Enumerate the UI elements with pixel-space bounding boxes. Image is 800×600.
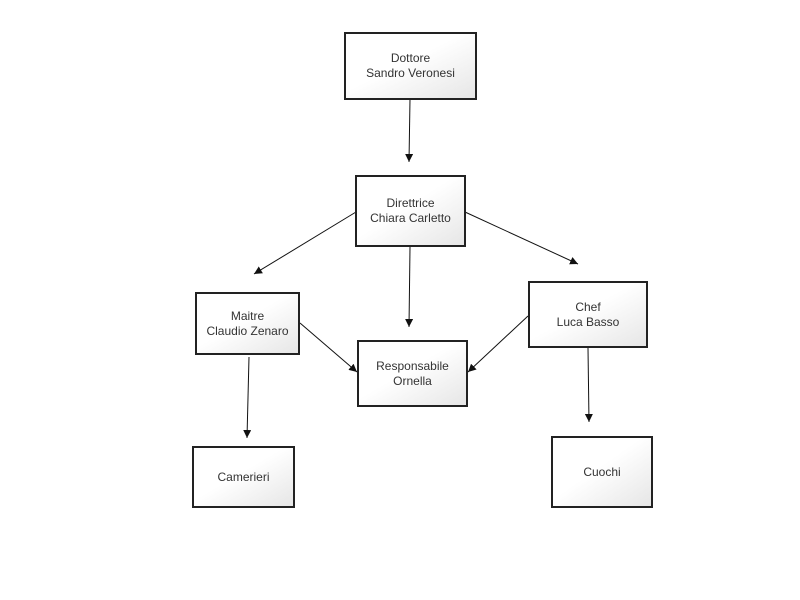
node-cuochi[interactable]: Cuochi (551, 436, 653, 508)
node-camerieri-label: Camerieri (217, 469, 270, 484)
node-chef-name: Luca Basso (556, 314, 620, 329)
node-chef-role: Chef (575, 299, 601, 314)
edge-maitre-responsabile (299, 322, 358, 373)
edge-direttrice-responsabile (405, 246, 414, 328)
node-chef[interactable]: Chef Luca Basso (528, 281, 648, 348)
node-dottore[interactable]: Dottore Sandro Veronesi (344, 32, 477, 100)
node-responsabile[interactable]: Responsabile Ornella (357, 340, 468, 407)
node-responsabile-role: Responsabile (376, 358, 449, 373)
edge-direttrice-chef (464, 211, 579, 265)
node-responsabile-name: Ornella (393, 373, 432, 388)
node-maitre-name: Claudio Zenaro (206, 323, 289, 338)
edge-direttrice-maitre (253, 211, 357, 275)
edge-chef-responsabile (467, 315, 529, 373)
node-direttrice-role: Direttrice (386, 196, 435, 210)
node-cuochi-label: Cuochi (583, 464, 621, 479)
node-maitre-role: Maitre (230, 308, 265, 323)
edge-chef-cuochi (584, 347, 593, 423)
node-direttrice-name: Chiara Carletto (370, 211, 451, 225)
node-dottore-name: Sandro Veronesi (366, 66, 455, 80)
edge-dottore-direttrice (405, 98, 414, 163)
node-maitre[interactable]: Maitre Claudio Zenaro (195, 292, 300, 355)
node-direttrice[interactable]: Direttrice Chiara Carletto (355, 175, 466, 247)
node-camerieri[interactable]: Camerieri (192, 446, 295, 508)
node-dottore-role: Dottore (390, 51, 431, 65)
edge-maitre-camerieri (243, 356, 252, 439)
